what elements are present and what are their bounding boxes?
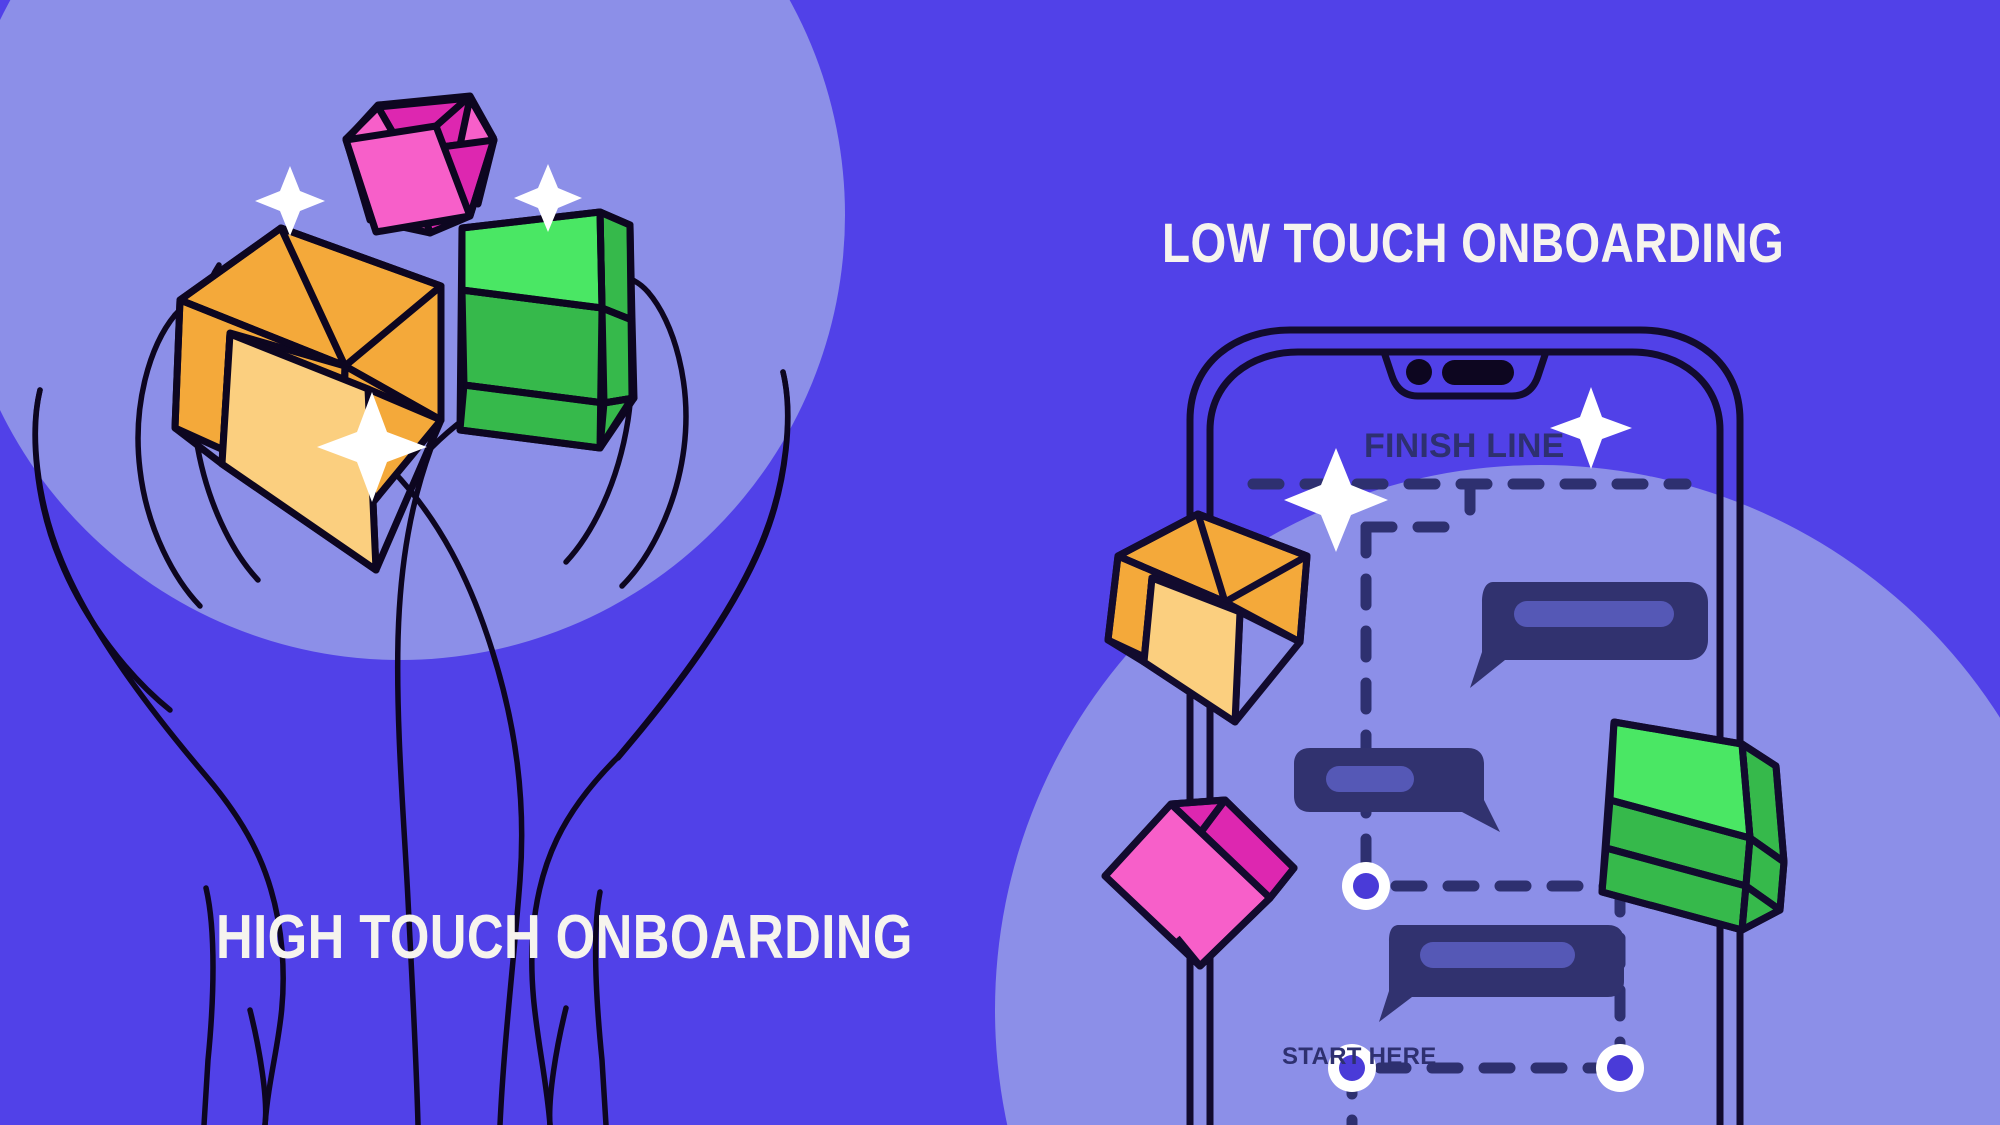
- right-sparkles: [1284, 387, 1632, 552]
- low-touch-title: LOW TOUCH ONBOARDING: [1162, 211, 1785, 274]
- sparkle-icon: [1550, 387, 1632, 469]
- left-orange-cube-rim-left: [171, 299, 184, 429]
- left-hand-finger-1: [135, 312, 203, 609]
- right-orange-cube-rim: [1116, 510, 1311, 643]
- sparkle-icon: [255, 166, 325, 236]
- right-pink-cube: [1101, 796, 1298, 970]
- right-orange-cube-left-edge: [1104, 555, 1146, 665]
- right-forearm-right: [592, 889, 609, 1125]
- phone-outer-frame: [1186, 326, 1744, 1125]
- left-pink-cube: [342, 92, 498, 237]
- speaker-icon: [1442, 360, 1514, 385]
- start-here-label: START HERE: [1282, 1043, 1437, 1070]
- chat-bubble-1-pill: [1514, 601, 1674, 627]
- right-green-cube-inner-line-d: [1738, 743, 1754, 839]
- right-hand-palm-right-edge: [529, 369, 791, 1125]
- left-arm-inner: [247, 1007, 269, 1125]
- path-node-core: [1353, 873, 1379, 899]
- sparkle-icon: [514, 164, 582, 232]
- left-pink-cube-rim: [343, 92, 498, 143]
- left-green-cube-inner-line-c: [463, 381, 635, 407]
- left-green-cube-inner-line-b: [596, 307, 606, 449]
- chat-bubble-3-body: [1379, 925, 1624, 1022]
- left-hand-palm-right-edge: [389, 467, 525, 1125]
- camera-icon: [1406, 359, 1432, 385]
- right-green-cube-outline: [1598, 718, 1788, 934]
- left-green-cube: [456, 208, 638, 452]
- chat-bubble-3-pill: [1420, 942, 1575, 968]
- right-green-cube: [1598, 718, 1788, 934]
- sparkle-icon: [317, 392, 427, 502]
- right-green-cube-inner-line-c: [1605, 844, 1783, 913]
- chat-bubble-2: [1294, 748, 1500, 832]
- left-orange-cube-bottom-left: [172, 425, 225, 467]
- finish-line-label: FINISH LINE: [1364, 427, 1565, 465]
- path-node-core: [1607, 1055, 1633, 1081]
- right-orange-cube-front-right: [1232, 608, 1304, 725]
- phone-notch: [1379, 348, 1551, 400]
- sparkle-icon: [1284, 448, 1388, 552]
- left-orange-cube-rim-top: [177, 224, 443, 303]
- right-hand-finger-1: [619, 289, 689, 589]
- right-arm-inner: [546, 1005, 569, 1125]
- chat-bubble-3: [1379, 925, 1624, 1022]
- right-pink-cube-edge-c: [1198, 797, 1228, 835]
- path-node-core: [1339, 1055, 1365, 1081]
- left-green-cube-inner-line-d: [596, 211, 606, 309]
- right-light-circle: [995, 465, 2000, 1125]
- left-hand-palm-left-edge: [32, 387, 286, 1125]
- right-hand-palm-left-edge: [394, 445, 434, 1125]
- high-touch-title: HIGH TOUCH ONBOARDING: [216, 903, 913, 972]
- left-pink-cube-edge: [433, 93, 473, 129]
- right-orange-cube: [1104, 510, 1311, 726]
- left-sparkles: [255, 164, 582, 502]
- chat-bubble-1-body: [1470, 582, 1708, 688]
- right-pink-cube-edge-a: [1168, 801, 1273, 901]
- right-pink-cube-edge-b: [1197, 895, 1273, 969]
- right-pink-cube-edge-d: [1174, 935, 1203, 969]
- left-forearm-left: [201, 885, 216, 1125]
- left-pink-cube-right-edge: [466, 137, 498, 218]
- chat-bubble-1: [1470, 582, 1708, 688]
- left-orange-cube-front-right: [366, 385, 445, 572]
- path-nodes: [1328, 862, 1644, 1092]
- chat-bubble-2-pill: [1326, 766, 1414, 792]
